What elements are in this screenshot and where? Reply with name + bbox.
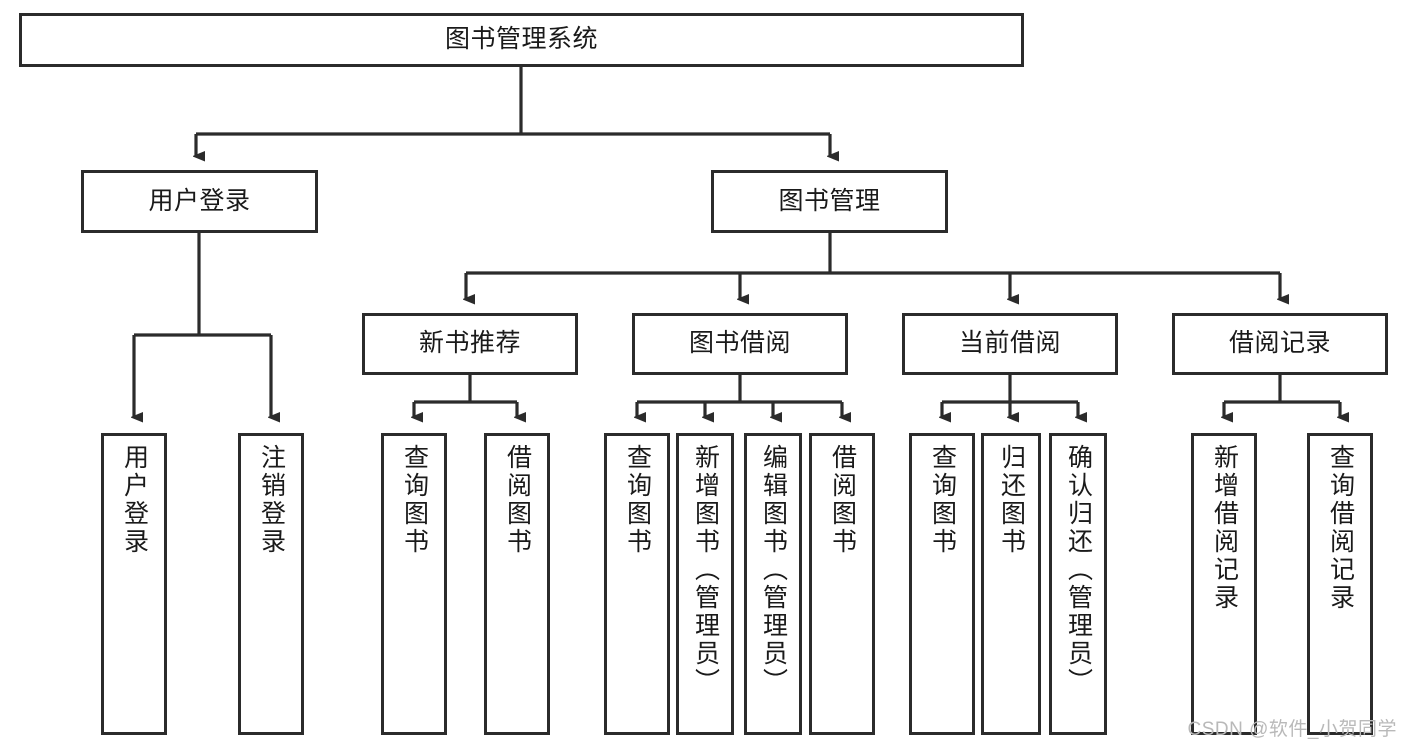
node-label: 借阅图书: [828, 444, 857, 556]
leaf-query-books-recommend[interactable]: 查询图书: [381, 433, 447, 735]
node-label: 查询借阅记录: [1326, 444, 1355, 612]
node-label: 归还图书: [997, 444, 1026, 556]
leaf-logout[interactable]: 注销登录: [238, 433, 304, 735]
node-current-borrow[interactable]: 当前借阅: [902, 313, 1118, 375]
leaf-add-borrow-record[interactable]: 新增借阅记录: [1191, 433, 1257, 735]
node-user-login[interactable]: 用户登录: [81, 170, 318, 233]
node-label: 新增图书（管理员）: [691, 444, 720, 696]
node-new-book-recommend[interactable]: 新书推荐: [362, 313, 578, 375]
leaf-add-book-admin[interactable]: 新增图书（管理员）: [676, 433, 734, 735]
node-label: 当前借阅: [958, 329, 1061, 358]
leaf-query-books-borrow[interactable]: 查询图书: [604, 433, 670, 735]
leaf-borrow-books[interactable]: 借阅图书: [809, 433, 875, 735]
leaf-return-books[interactable]: 归还图书: [981, 433, 1041, 735]
node-label: 查询图书: [623, 444, 652, 556]
node-label: 新书推荐: [418, 329, 521, 358]
node-label: 注销登录: [257, 444, 286, 556]
node-book-borrow[interactable]: 图书借阅: [632, 313, 848, 375]
leaf-confirm-return-admin[interactable]: 确认归还（管理员）: [1049, 433, 1107, 735]
leaf-query-books-current[interactable]: 查询图书: [909, 433, 975, 735]
node-label: 编辑图书（管理员）: [759, 444, 788, 696]
node-label: 查询图书: [400, 444, 429, 556]
node-label: 用户登录: [148, 186, 251, 215]
leaf-query-borrow-record[interactable]: 查询借阅记录: [1307, 433, 1373, 735]
node-book-management[interactable]: 图书管理: [711, 170, 948, 233]
node-label: 查询图书: [928, 444, 957, 556]
node-label: 用户登录: [120, 444, 149, 556]
node-label: 图书管理系统: [444, 25, 598, 54]
leaf-user-login[interactable]: 用户登录: [101, 433, 167, 735]
leaf-edit-book-admin[interactable]: 编辑图书（管理员）: [744, 433, 802, 735]
node-label: 新增借阅记录: [1210, 444, 1239, 612]
node-label: 借阅图书: [503, 444, 532, 556]
leaf-borrow-books-recommend[interactable]: 借阅图书: [484, 433, 550, 735]
csdn-watermark: CSDN @软件_小贺同学: [1187, 719, 1397, 740]
node-label: 图书借阅: [688, 329, 791, 358]
node-label: 确认归还（管理员）: [1064, 444, 1093, 696]
node-book-management-system[interactable]: 图书管理系统: [19, 13, 1024, 67]
node-label: 借阅记录: [1228, 329, 1331, 358]
node-borrow-record[interactable]: 借阅记录: [1172, 313, 1388, 375]
node-label: 图书管理: [778, 186, 881, 215]
